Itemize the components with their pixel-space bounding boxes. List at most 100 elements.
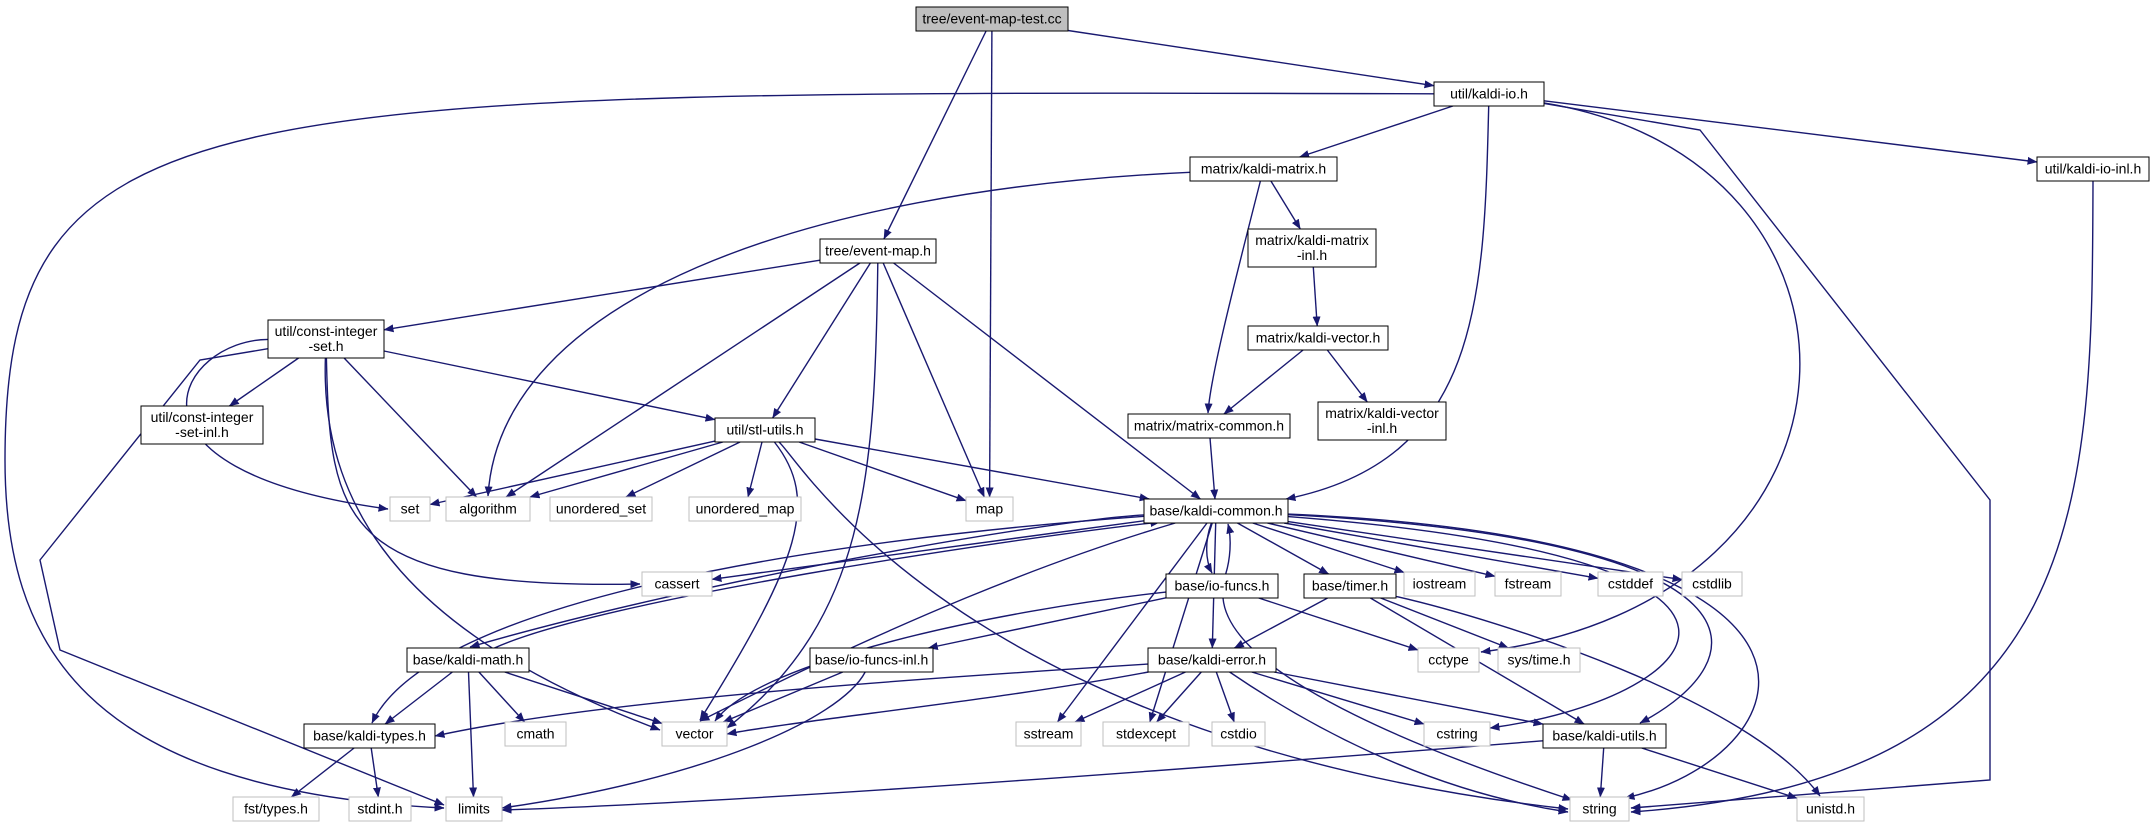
node-box	[1211, 721, 1266, 747]
edge-root-to-map	[985, 30, 994, 498]
node-label: matrix/kaldi-matrix	[1255, 232, 1369, 248]
node-box	[1247, 325, 1389, 351]
node-box	[1681, 571, 1743, 597]
edge-const-int-set-to-cassert	[325, 357, 641, 589]
node-kaldi-io[interactable]: util/kaldi-io.h	[1433, 81, 1545, 107]
node-kaldi-utils[interactable]: base/kaldi-utils.h	[1542, 723, 1667, 749]
edge-kaldi-io-to-kaldi-io-inl	[1543, 100, 2038, 165]
edge-io-funcs-to-io-funcs-inl	[927, 597, 1167, 650]
node-kaldi-vector-inl[interactable]: matrix/kaldi-vector-inl.h	[1317, 401, 1447, 441]
node-kaldi-error[interactable]: base/kaldi-error.h	[1147, 647, 1277, 673]
node-root[interactable]: tree/event-map-test.cc	[915, 6, 1069, 32]
node-label: matrix/kaldi-vector.h	[1256, 330, 1380, 346]
edge-kaldi-utils-to-unistd	[1641, 747, 1798, 800]
edge-io-funcs-to-kaldi-common	[1225, 523, 1235, 575]
node-label: tree/event-map.h	[825, 243, 931, 259]
edge-kaldi-common-to-cstddef	[1283, 522, 1599, 581]
node-box	[1597, 571, 1664, 597]
node-box	[1247, 228, 1377, 268]
node-matrix-common[interactable]: matrix/matrix-common.h	[1127, 413, 1291, 439]
node-box	[1423, 721, 1491, 747]
node-io-funcs-inl[interactable]: base/io-funcs-inl.h	[809, 647, 934, 673]
edge-kaldi-common-to-io-funcs	[1203, 522, 1213, 574]
node-box	[1127, 413, 1291, 439]
node-cctype: cctype	[1417, 647, 1480, 673]
node-box	[819, 238, 937, 264]
node-box	[1433, 81, 1545, 107]
edge-kaldi-math-to-kaldi-common	[494, 519, 1161, 649]
node-label: -inl.h	[1367, 420, 1397, 436]
edge-stl-utils-to-algorithm	[529, 441, 724, 499]
edge-kaldi-error-to-cstdio	[1215, 671, 1235, 723]
node-label: sys/time.h	[1507, 652, 1570, 668]
edge-event-map-to-vector	[726, 262, 879, 729]
edge-kaldi-utils-to-limits	[501, 740, 1544, 814]
node-const-int-set-inl[interactable]: util/const-integer-set-inl.h	[140, 405, 264, 445]
edge-event-map-to-kaldi-common	[893, 262, 1201, 500]
node-box	[406, 647, 530, 673]
node-label: -inl.h	[1297, 247, 1327, 263]
node-label: limits	[458, 801, 490, 817]
edge-event-map-to-algorithm	[505, 262, 861, 498]
node-const-int-set[interactable]: util/const-integer-set.h	[267, 319, 385, 359]
node-cstddef: cstddef	[1597, 571, 1664, 597]
edge-kaldi-common-to-cstdlib	[1287, 520, 1683, 583]
edge-kaldi-common-to-timer	[1237, 522, 1330, 575]
edge-kaldi-common-to-iostream	[1252, 522, 1405, 574]
node-box	[1494, 571, 1562, 597]
node-label: map	[976, 501, 1003, 517]
node-box	[1303, 573, 1397, 599]
edge-stl-utils-to-set	[429, 440, 716, 507]
node-box	[445, 796, 503, 822]
node-stl-utils[interactable]: util/stl-utils.h	[714, 417, 816, 443]
node-box	[1796, 796, 1865, 822]
node-label: fst/types.h	[244, 801, 308, 817]
edge-kaldi-math-to-limits	[467, 671, 478, 798]
node-box	[714, 417, 816, 443]
edges-layer	[4, 29, 2094, 816]
node-kaldi-math[interactable]: base/kaldi-math.h	[406, 647, 530, 673]
node-kaldi-io-inl[interactable]: util/kaldi-io-inl.h	[2036, 156, 2150, 182]
edge-kaldi-math-to-vector	[504, 671, 663, 725]
node-kaldi-matrix-inl[interactable]: matrix/kaldi-matrix-inl.h	[1247, 228, 1377, 268]
edge-kaldi-math-to-kaldi-types	[384, 671, 453, 725]
node-box	[915, 6, 1069, 32]
node-fstream: fstream	[1494, 571, 1562, 597]
node-io-funcs[interactable]: base/io-funcs.h	[1165, 573, 1279, 599]
node-label: matrix/matrix-common.h	[1134, 418, 1284, 434]
edge-kaldi-common-to-vector	[699, 522, 1176, 722]
node-limits: limits	[445, 796, 503, 822]
node-box	[688, 496, 802, 522]
edge-kaldi-io-to-limits	[4, 92, 1435, 812]
node-kaldi-matrix[interactable]: matrix/kaldi-matrix.h	[1189, 156, 1338, 182]
node-box	[641, 571, 713, 597]
edge-stl-utils-to-vector	[699, 441, 799, 721]
node-box	[1102, 721, 1190, 747]
node-kaldi-types[interactable]: base/kaldi-types.h	[303, 723, 436, 749]
node-kaldi-vector[interactable]: matrix/kaldi-vector.h	[1247, 325, 1389, 351]
node-box	[1542, 723, 1667, 749]
edge-kaldi-types-to-fst-types	[290, 747, 355, 798]
node-box	[232, 796, 320, 822]
node-box	[809, 647, 934, 673]
node-label: stdint.h	[357, 801, 402, 817]
node-label: base/kaldi-common.h	[1149, 503, 1282, 519]
edge-kaldi-common-to-kaldi-math	[469, 514, 1145, 649]
node-timer[interactable]: base/timer.h	[1303, 573, 1397, 599]
node-event-map[interactable]: tree/event-map.h	[819, 238, 937, 264]
edge-io-funcs-inl-to-vector	[722, 671, 844, 723]
node-label: iostream	[1413, 576, 1467, 592]
edge-const-int-set-to-algorithm	[343, 357, 478, 498]
node-map: map	[965, 496, 1014, 522]
node-box	[1147, 647, 1277, 673]
edge-kaldi-common-to-string	[1287, 513, 1760, 800]
edge-kaldi-error-to-stdexcept	[1156, 671, 1202, 723]
edge-const-int-set-to-vector	[324, 357, 661, 731]
node-kaldi-common[interactable]: base/kaldi-common.h	[1143, 498, 1289, 524]
node-sys-time: sys/time.h	[1497, 647, 1581, 673]
node-label: base/io-funcs-inl.h	[815, 652, 929, 668]
node-label: cstring	[1436, 726, 1477, 742]
nodes-layer: tree/event-map-test.cc util/kaldi-io.h uti…	[140, 6, 2150, 822]
node-box	[389, 496, 431, 522]
node-label: util/stl-utils.h	[726, 422, 803, 438]
